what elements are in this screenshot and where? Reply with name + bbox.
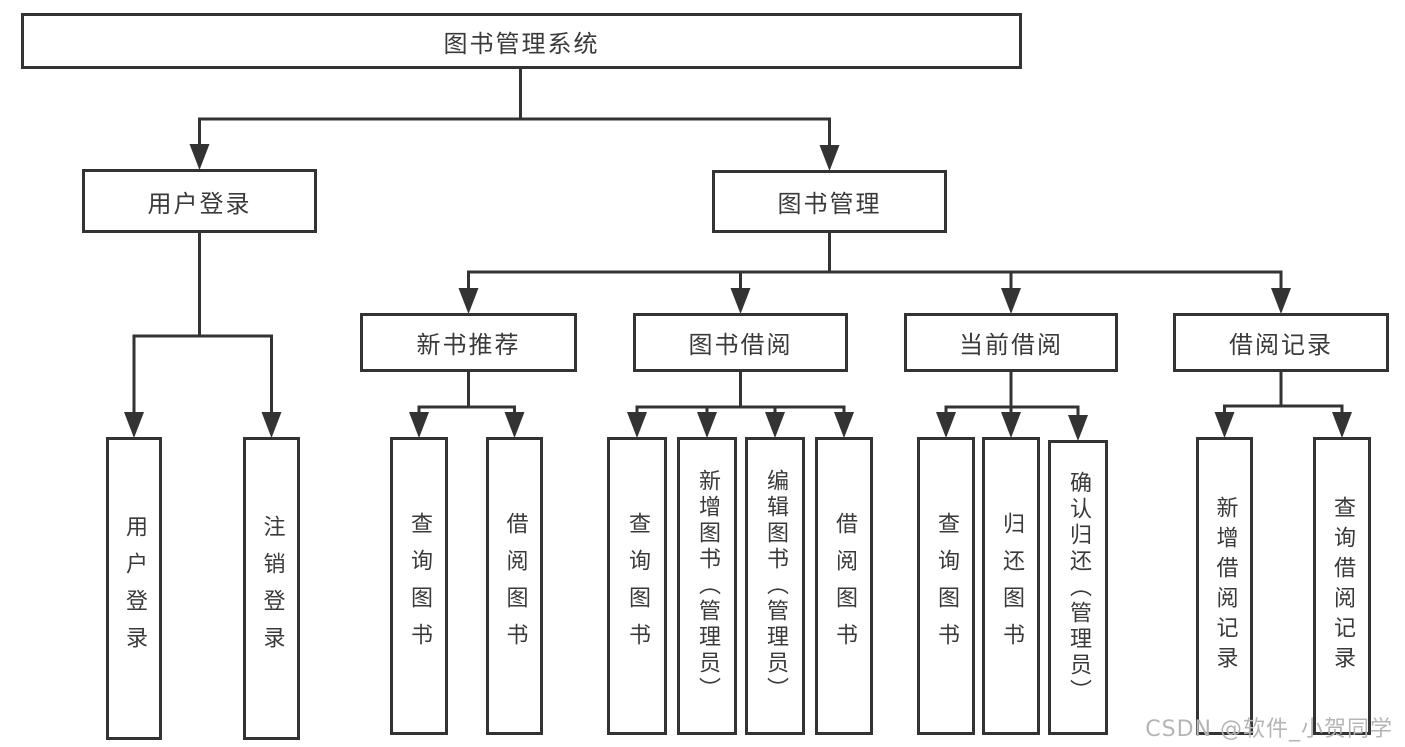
arrowhead-icon bbox=[1271, 288, 1291, 314]
node-book-management: 图书管理 bbox=[712, 170, 947, 233]
node-leaf-return-book: 归还图书 bbox=[982, 437, 1040, 735]
node-label-leaf-query-borrow-rec: 查询借阅记录 bbox=[1330, 496, 1355, 676]
arrowhead-icon bbox=[1001, 288, 1021, 314]
node-new-book-recommend: 新书推荐 bbox=[360, 313, 577, 372]
node-label-leaf-borrow-books-b: 借阅图书 bbox=[832, 512, 857, 660]
node-label-leaf-add-book-admin: 新增图书（管理员） bbox=[695, 469, 720, 703]
node-leaf-add-borrow-rec: 新增借阅记录 bbox=[1196, 437, 1253, 735]
node-leaf-add-book-admin: 新增图书（管理员） bbox=[677, 437, 737, 735]
node-leaf-query-borrow-rec: 查询借阅记录 bbox=[1313, 437, 1371, 735]
node-label-leaf-user-login: 用户登录 bbox=[122, 514, 147, 663]
node-label-book-management: 图书管理 bbox=[777, 190, 882, 218]
node-label-book-borrowing: 图书借阅 bbox=[688, 331, 793, 359]
node-label-leaf-query-books-a: 查询图书 bbox=[407, 512, 432, 660]
arrowhead-icon bbox=[124, 412, 144, 438]
arrowhead-icon bbox=[1001, 412, 1021, 438]
arrowhead-icon bbox=[834, 412, 854, 438]
arrowhead-icon bbox=[765, 412, 785, 438]
arrowhead-icon bbox=[627, 412, 647, 438]
node-label-leaf-return-book: 归还图书 bbox=[999, 512, 1024, 660]
node-root: 图书管理系统 bbox=[21, 13, 1022, 69]
arrowhead-icon bbox=[936, 412, 956, 438]
node-leaf-query-books-c: 查询图书 bbox=[917, 437, 975, 735]
node-label-leaf-edit-book-admin: 编辑图书（管理员） bbox=[763, 469, 788, 703]
node-label-current-borrowing: 当前借阅 bbox=[959, 331, 1063, 359]
node-label-borrowing-records: 借阅记录 bbox=[1229, 331, 1333, 359]
node-leaf-edit-book-admin: 编辑图书（管理员） bbox=[745, 437, 805, 735]
arrowhead-icon bbox=[697, 412, 717, 438]
arrowhead-icon bbox=[409, 412, 429, 438]
node-label-leaf-query-books-c: 查询图书 bbox=[934, 512, 959, 660]
arrowhead-icon bbox=[261, 412, 282, 438]
node-leaf-borrow-books-b: 借阅图书 bbox=[815, 437, 873, 735]
node-book-borrowing: 图书借阅 bbox=[633, 313, 848, 372]
node-borrowing-records: 借阅记录 bbox=[1173, 313, 1389, 372]
node-label-leaf-borrow-books-a: 借阅图书 bbox=[502, 512, 528, 660]
arrowhead-icon bbox=[1332, 412, 1352, 438]
arrowhead-icon bbox=[819, 145, 840, 171]
node-leaf-query-books-a: 查询图书 bbox=[390, 437, 448, 735]
node-current-borrowing: 当前借阅 bbox=[904, 313, 1118, 372]
arrowhead-icon bbox=[1068, 415, 1088, 441]
node-leaf-logout: 注销登录 bbox=[243, 437, 300, 740]
arrowhead-icon bbox=[458, 288, 479, 314]
node-label-new-book-recommend: 新书推荐 bbox=[416, 331, 521, 359]
arrowhead-icon bbox=[189, 144, 210, 170]
node-leaf-confirm-return: 确认归还（管理员） bbox=[1048, 440, 1108, 735]
node-label-root: 图书管理系统 bbox=[443, 29, 600, 58]
node-label-leaf-confirm-return: 确认归还（管理员） bbox=[1066, 470, 1091, 705]
watermark-text: CSDN @软件_小贺同学 bbox=[1145, 717, 1393, 742]
arrowhead-icon bbox=[504, 412, 525, 438]
node-label-user-login-module: 用户登录 bbox=[147, 189, 252, 218]
node-label-leaf-logout: 注销登录 bbox=[259, 514, 285, 663]
node-leaf-borrow-books-a: 借阅图书 bbox=[486, 437, 543, 735]
node-label-leaf-add-borrow-rec: 新增借阅记录 bbox=[1212, 496, 1238, 676]
node-leaf-query-books-b: 查询图书 bbox=[607, 437, 667, 735]
node-user-login-module: 用户登录 bbox=[82, 169, 317, 233]
node-leaf-user-login: 用户登录 bbox=[106, 437, 162, 740]
node-label-leaf-query-books-b: 查询图书 bbox=[625, 512, 650, 660]
arrowhead-icon bbox=[1214, 412, 1235, 438]
arrowhead-icon bbox=[730, 288, 751, 314]
